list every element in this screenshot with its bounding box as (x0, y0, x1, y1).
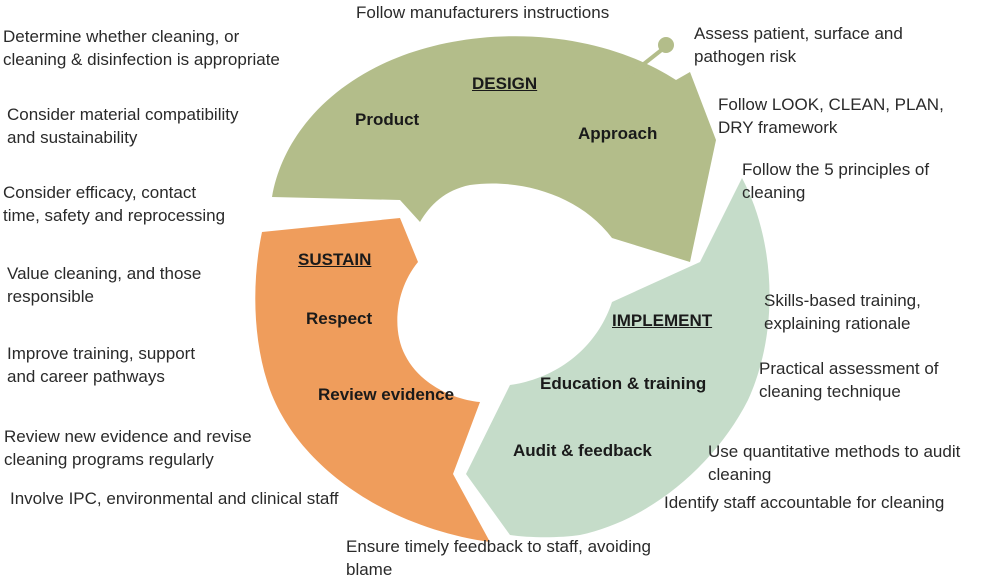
sustain-heading: SUSTAIN (298, 250, 372, 269)
note-efficacy: Consider efficacy, contact time, safety … (3, 183, 226, 225)
design-item-approach: Approach (578, 124, 658, 143)
note-material-compatibility: Consider material compatibility and sust… (7, 105, 239, 147)
sustain-item-review-evidence: Review evidence (318, 385, 455, 404)
note-five-principles: Follow the 5 principles of cleaning (742, 160, 930, 202)
note-skills-training: Skills-based training, explaining ration… (764, 291, 921, 333)
note-accountable-staff: Identify staff accountable for cleaning (664, 493, 945, 512)
note-involve-staff: Involve IPC, environmental and clinical … (10, 489, 339, 508)
design-heading: DESIGN (472, 74, 538, 93)
sustain-item-respect: Respect (306, 309, 373, 328)
design-item-product: Product (355, 110, 420, 129)
pin-line (624, 46, 666, 80)
note-value-cleaning: Value cleaning, and those responsible (7, 264, 202, 306)
note-cleaning-vs-disinfection: Determine whether cleaning, or cleaning … (3, 27, 280, 69)
implement-item-audit: Audit & feedback (513, 441, 652, 460)
note-timely-feedback: Ensure timely feedback to staff, avoidin… (346, 537, 651, 579)
note-review-evidence: Review new evidence and revise cleaning … (4, 427, 252, 469)
note-quantitative-audit: Use quantitative methods to audit cleani… (708, 442, 961, 484)
note-practical-assessment: Practical assessment of cleaning techniq… (759, 359, 939, 401)
implement-item-education: Education & training (540, 374, 707, 393)
implement-heading: IMPLEMENT (612, 311, 713, 330)
note-assess-risk: Assess patient, surface and pathogen ris… (694, 24, 903, 66)
design-segment (272, 36, 716, 262)
note-manufacturers: Follow manufacturers instructions (356, 3, 610, 22)
pin-head (658, 37, 674, 53)
implement-segment (466, 178, 770, 538)
sustain-segment (255, 218, 490, 542)
note-improve-training: Improve training, support and career pat… (7, 344, 196, 386)
note-look-clean-plan-dry: Follow LOOK, CLEAN, PLAN, DRY framework (718, 95, 944, 137)
